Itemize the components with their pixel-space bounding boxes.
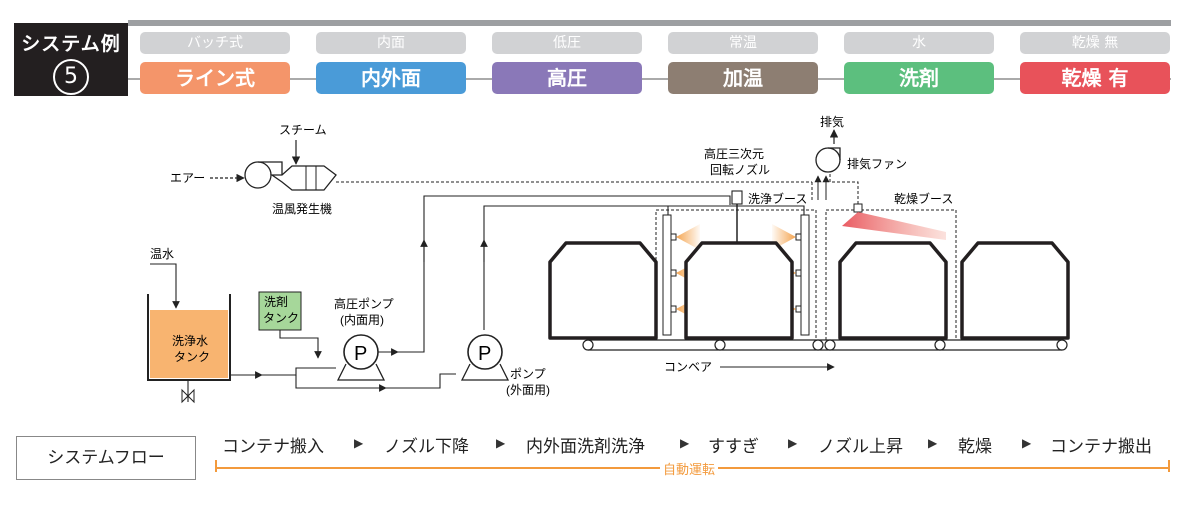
flow-step-rinse: すすぎ: [708, 437, 759, 457]
exhaust-label: 排気: [820, 114, 844, 129]
heater-icon: [269, 165, 337, 191]
auto-operation-label: 自動運転: [660, 459, 719, 478]
flow-arrow-icon: ▶: [1022, 436, 1032, 450]
exhaust-fan-icon: [815, 147, 841, 173]
hot-air-blast: [842, 212, 946, 240]
option-on-surface: 内外面: [316, 62, 466, 94]
option-off-pressure: 低圧: [492, 32, 642, 54]
flow-step-container-out: コンテナ搬出: [1050, 437, 1152, 457]
inner-pipe: [382, 195, 731, 353]
flow-step-container-in: コンテナ搬入: [222, 437, 324, 457]
option-off-method: バッチ式: [140, 32, 290, 54]
option-on-liquid: 洗剤: [844, 62, 994, 94]
exhaust-fan-label: 排気ファン: [847, 156, 907, 171]
option-off-liquid: 水: [844, 32, 994, 54]
options-connector-line: [128, 78, 1171, 80]
badge-title: システム例: [21, 33, 121, 55]
flow-step-dry: 乾燥: [958, 437, 992, 457]
option-on-drying: 乾燥 有: [1020, 62, 1170, 94]
nozzle-label-line2: 回転ノズル: [710, 162, 770, 177]
wash-tank-water: [150, 310, 228, 378]
container-3: [838, 241, 948, 340]
hp-pump-label-line2: (内面用): [340, 313, 384, 327]
air-blower-icon: [244, 161, 272, 189]
container-2: [684, 241, 794, 340]
dry-nozzle-icon: [853, 203, 863, 213]
wash-booth-label: 洗浄ブース: [748, 191, 807, 206]
flow-step-wash: 内外面洗剤洗浄: [526, 437, 645, 457]
right-nozzle-bar: [800, 214, 810, 336]
container-1: [548, 241, 658, 340]
flow-arrow-icon: ▶: [928, 436, 938, 450]
container-4: [960, 241, 1070, 340]
detergent-tank: [258, 291, 302, 331]
flow-arrow-icon: ▶: [788, 436, 798, 450]
option-on-method: ライン式: [140, 62, 290, 94]
nozzle-head-icon: [731, 190, 743, 205]
option-off-temperature: 常温: [668, 32, 818, 54]
flow-arrow-icon: ▶: [496, 436, 506, 450]
detergent-tank-label-line2: タンク: [263, 311, 299, 325]
system-example-badge: システム例 5: [14, 23, 128, 96]
outer-pump-symbol: P: [478, 343, 491, 365]
suction-pipe: [262, 367, 336, 376]
heater-label: 温風発生機: [272, 201, 332, 216]
auto-bracket-left-cap: [215, 460, 217, 472]
flow-step-nozzle-up: ノズル上昇: [818, 437, 903, 457]
header-top-bar: [128, 20, 1171, 26]
option-on-pressure: 高圧: [492, 62, 642, 94]
wash-tank: [147, 294, 231, 381]
badge-number: 5: [53, 59, 89, 95]
hot-water-label: 温水: [150, 247, 174, 261]
drain-valve-icon: [181, 388, 195, 404]
flow-arrow-icon: ▶: [680, 436, 690, 450]
system-diagram: スチーム エアー 温風発生機 排気 排気ファン 高圧三次元 回転ノズル 洗浄ブー…: [147, 114, 1070, 404]
flow-step-nozzle-down: ノズル下降: [384, 437, 469, 457]
outer-pump-icon: [467, 334, 503, 370]
hp-pump-symbol: P: [354, 343, 367, 365]
conveyor-label: コンベア: [664, 360, 712, 374]
hp-pump-label-line1: 高圧ポンプ: [334, 296, 394, 311]
option-off-drying: 乾燥 無: [1020, 32, 1170, 54]
wash-tank-label-line1: 洗浄水: [172, 334, 208, 348]
option-on-temperature: 加温: [668, 62, 818, 94]
detergent-tank-label-line1: 洗剤: [264, 294, 288, 309]
outer-pump-label-line1: ポンプ: [510, 367, 546, 381]
nozzle-label-line1: 高圧三次元: [704, 146, 764, 161]
flow-arrow-icon: ▶: [354, 436, 364, 450]
air-label: エアー: [170, 171, 205, 185]
dry-booth-label: 乾燥ブース: [894, 191, 953, 206]
left-nozzle-bar: [662, 214, 672, 336]
outer-pump-label-line2: (外面用): [506, 383, 550, 397]
system-flow-label: システムフロー: [16, 436, 196, 480]
steam-label: スチーム: [279, 123, 327, 137]
wash-tank-label-line2: タンク: [174, 350, 210, 364]
auto-bracket-right-cap: [1168, 460, 1170, 472]
option-off-surface: 内面: [316, 32, 466, 54]
